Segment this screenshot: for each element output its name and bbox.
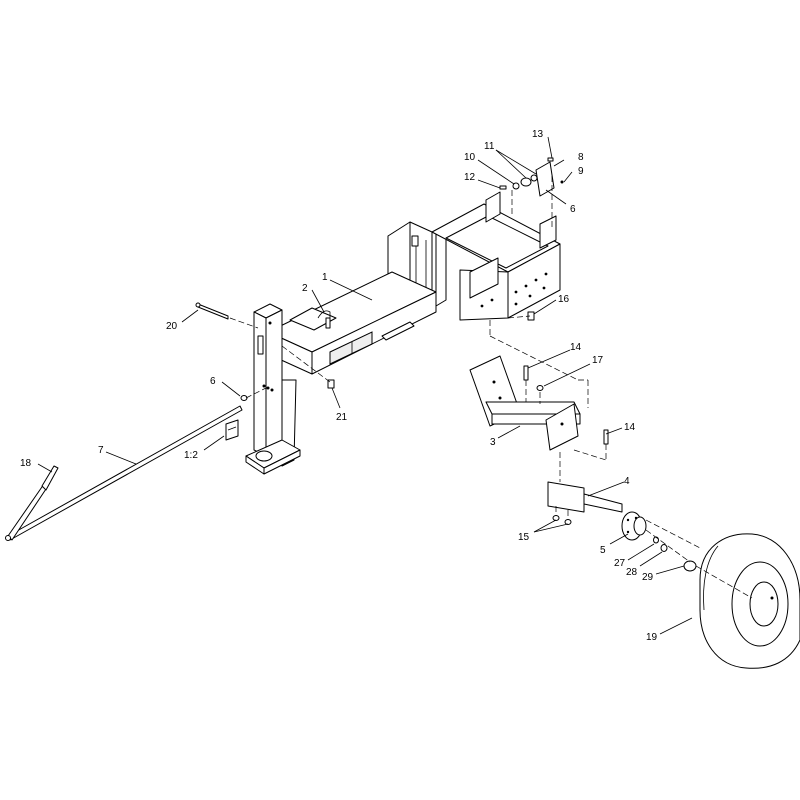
callout-8: 8 [578, 152, 584, 163]
post-side [265, 309, 283, 457]
washer-11-b [530, 174, 538, 182]
rear-frame-assembly [387, 191, 561, 321]
stand-post [245, 303, 301, 475]
tow-handle-grip [41, 465, 59, 491]
callout-13: 13 [532, 129, 544, 140]
callout-11: 11 [484, 141, 495, 152]
pin-20 [195, 302, 229, 320]
latch-bracket [289, 307, 337, 331]
callout-12: 12 [464, 172, 476, 183]
frame-plate-mid [435, 227, 447, 307]
alignment-lines [229, 176, 753, 599]
tow-bar [5, 405, 243, 541]
washer-6-left [240, 395, 248, 401]
post-front [253, 311, 267, 457]
latch-pin [325, 317, 331, 329]
spindle [547, 481, 623, 513]
frame-holes [480, 272, 548, 308]
nut-15-a [552, 515, 560, 521]
callout-16: 16 [558, 294, 570, 305]
callout-9: 9 [578, 166, 584, 177]
leader-lines [37, 136, 693, 635]
spindle-block [547, 481, 585, 513]
washer-10 [512, 182, 520, 190]
washer-28 [660, 544, 668, 552]
beam-handle [381, 321, 415, 341]
callout-14-lower: 14 [624, 422, 636, 433]
axle-bracket [469, 355, 581, 451]
small-parts-left [225, 395, 248, 441]
post-caster [255, 450, 273, 462]
tow-bar-rod [7, 405, 243, 541]
frame-top-inner [445, 215, 549, 269]
wheel [699, 533, 800, 669]
nut-15-b [564, 519, 572, 525]
hub-assembly [621, 511, 697, 572]
decal-1-2 [225, 419, 239, 441]
callout-29: 29 [642, 572, 654, 583]
callout-7: 7 [98, 445, 104, 456]
frame-inner-bracket [469, 257, 499, 299]
nut-17 [536, 385, 544, 391]
washer-27 [653, 536, 659, 544]
callout-6-top: 6 [570, 204, 576, 215]
callout-17: 17 [592, 355, 604, 366]
callout-28: 28 [626, 567, 638, 578]
callout-10: 10 [464, 152, 476, 163]
pin-20-shaft [197, 303, 229, 320]
callout-6-left: 6 [210, 376, 216, 387]
axle-bracket-ear [545, 403, 579, 451]
frame-post [485, 191, 501, 223]
callout-1: 1 [322, 272, 328, 283]
callout-27: 27 [614, 558, 626, 569]
washer-11-a [520, 177, 532, 187]
spindle-shaft [583, 493, 623, 513]
fastener-21 [327, 379, 335, 389]
callout-1-2: 1:2 [184, 450, 198, 461]
callout-20: 20 [166, 321, 178, 332]
hub-5-inner [633, 516, 647, 536]
callout-5: 5 [600, 545, 606, 556]
tow-handle-arm [7, 483, 49, 541]
callout-14-upper: 14 [570, 342, 582, 353]
callout-4: 4 [624, 476, 630, 487]
callout-3: 3 [490, 437, 496, 448]
callout-19: 19 [646, 632, 658, 643]
bracket-8 [535, 161, 555, 197]
bolt-14-upper [523, 365, 529, 381]
callout-18: 18 [20, 458, 32, 469]
post-slot [257, 335, 264, 355]
nuts-15 [552, 515, 572, 525]
cap-29 [683, 560, 697, 572]
latch-plate [289, 307, 337, 331]
screw-12 [499, 185, 507, 190]
wheel-hub [749, 581, 779, 627]
callout-15: 15 [518, 532, 530, 543]
callout-2: 2 [302, 283, 308, 294]
callout-labels: 1 2 3 4 5 6 6 7 8 9 10 11 12 13 14 14 15… [20, 129, 658, 643]
fastener-21-body [327, 379, 335, 389]
beam-decal [329, 331, 373, 365]
screw-13 [547, 157, 554, 162]
frame-slot [411, 235, 419, 247]
bolt-14-lower [603, 429, 609, 445]
callout-21: 21 [336, 412, 348, 423]
post-foot-edge2 [263, 449, 301, 475]
top-hardware [499, 157, 564, 197]
main-beam [267, 271, 437, 375]
